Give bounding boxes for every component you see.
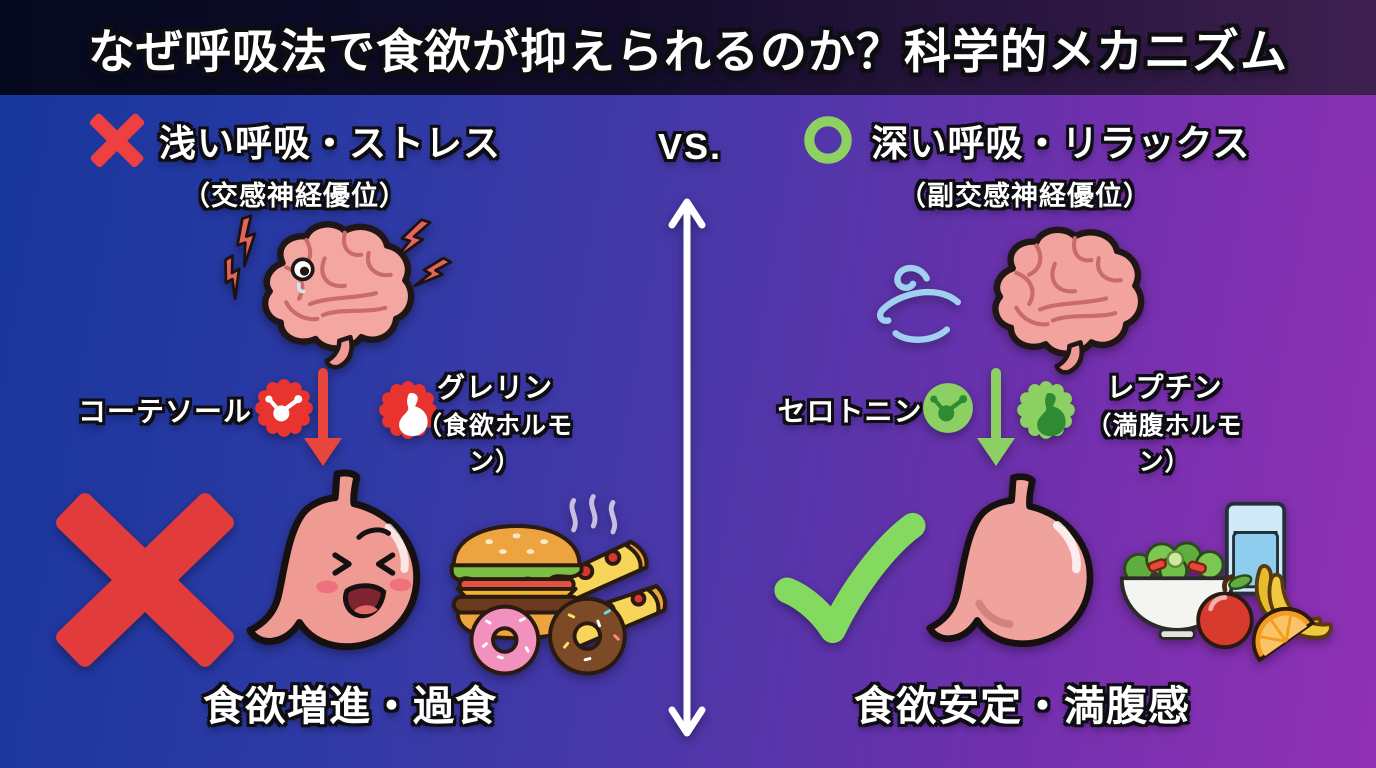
serotonin-label: セロトニン (777, 396, 923, 427)
big-x-icon (56, 493, 234, 667)
distressed-stomach-icon (246, 469, 421, 651)
cortisol-badge-icon (255, 379, 313, 437)
calm-brain-icon (877, 226, 1145, 375)
green-check-icon (774, 512, 926, 644)
x-mark-icon (89, 113, 145, 168)
leptin-badge-icon (1017, 381, 1075, 439)
page-title: なぜ呼吸法で食欲が抑えられるのか？科学的メカニズム (88, 25, 1288, 78)
ghrelin-label: グレリン （食欲ホルモン） (416, 372, 573, 476)
leptin-label: レプチン （満腹ホルモン） (1086, 372, 1243, 476)
healthy-food-icon (1119, 501, 1333, 663)
left-subheader: （交感神経優位） (183, 181, 407, 211)
ghrelin-badge-icon (379, 381, 437, 439)
left-header-label: 浅い呼吸・ストレス (159, 123, 501, 164)
circle-ok-icon (803, 116, 852, 164)
left-result: 食欲増進・過食 (203, 683, 497, 729)
title-band: なぜ呼吸法で食欲が抑えられるのか？科学的メカニズム (0, 0, 1376, 95)
right-result: 食欲安定・満腹感 (854, 683, 1190, 729)
vs-label: VS. (657, 126, 723, 167)
right-header-label: 深い呼吸・リラックス (871, 123, 1251, 164)
green-down-arrow-icon (977, 368, 1015, 466)
stressed-brain-icon (224, 214, 453, 370)
junk-food-icon (449, 494, 667, 676)
right-header-row: 深い呼吸・リラックス (765, 112, 1285, 168)
left-header-row: 浅い呼吸・ストレス (80, 112, 510, 168)
calm-stomach-icon (926, 473, 1094, 648)
serotonin-badge-icon (923, 383, 973, 433)
vertical-double-arrow-icon (668, 198, 706, 737)
lightning-bolts-icon (224, 214, 453, 301)
breath-wind-icon (877, 264, 962, 343)
right-subheader: （副交感神経優位） (899, 181, 1151, 211)
red-down-arrow-icon (304, 368, 342, 466)
cortisol-label: コーテソール (77, 396, 252, 427)
